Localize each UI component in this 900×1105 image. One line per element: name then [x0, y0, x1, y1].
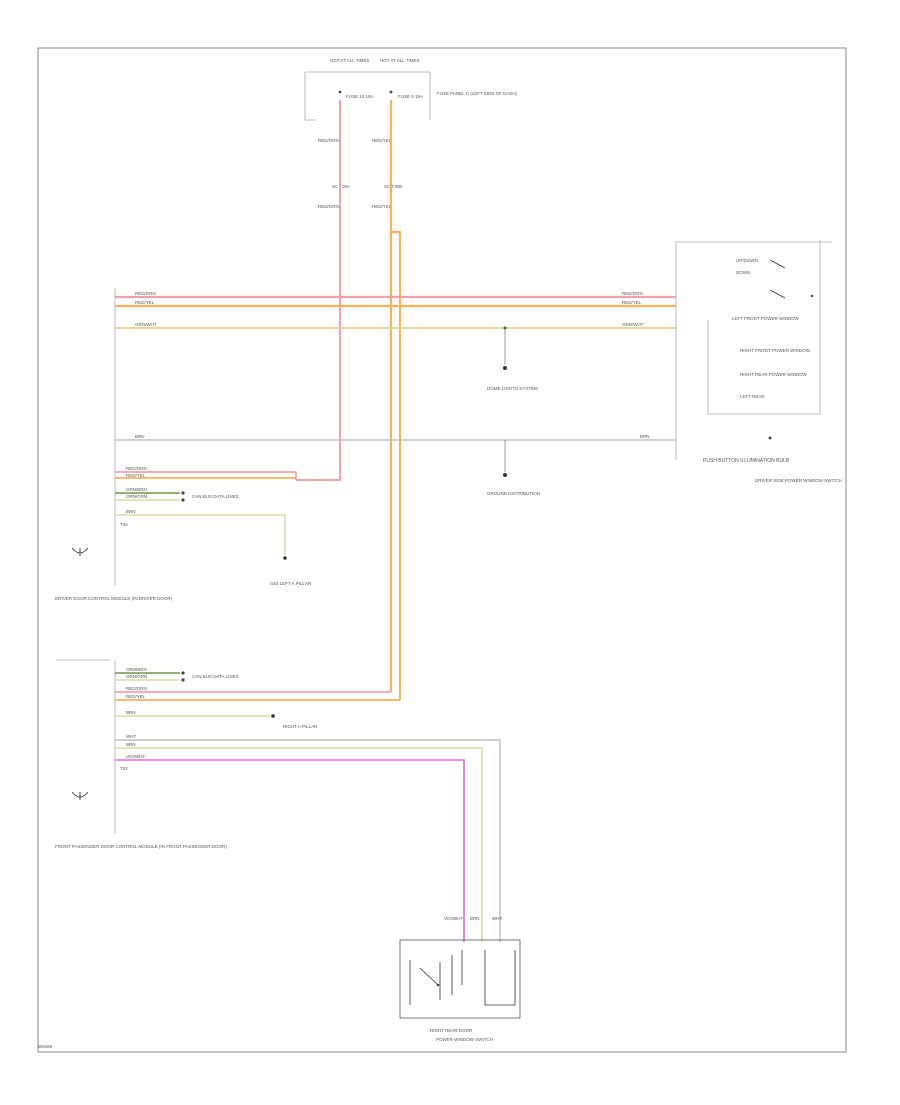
- driver-pin-3: ORN/GRN: [126, 494, 147, 499]
- diagram-frame: [37, 47, 847, 1053]
- pass-pin-2: RED/GRN: [126, 686, 147, 691]
- pass-pin-0: ORN/BRN: [126, 667, 147, 672]
- driver-pin-0: RED/GRN: [126, 466, 147, 471]
- pass-pin-3: RED/YEL: [126, 694, 146, 699]
- fuse-block: HOT AT ALL TIMES HOT AT ALL TIMES FUSE 1…: [304, 58, 518, 121]
- driver-pin-1: RED/YEL: [126, 473, 146, 478]
- dome-lights-branch: DOME LIGHTS SYSTEM GROUND DISTRIBUTION: [487, 326, 540, 496]
- fuse1-hot-label: HOT AT ALL TIMES: [330, 58, 370, 63]
- pass-pin-6: BRN: [126, 742, 136, 747]
- pass-module-title: FRONT PASSENGER DOOR CONTROL MODULE (IN …: [55, 844, 227, 849]
- switch-label-4: RIGHT REAR POWER WINDOW: [740, 372, 808, 377]
- bus-label-1: RED/GRN: [135, 291, 156, 296]
- pass-can-label: CAN BUS DATA LINES: [192, 674, 239, 679]
- footer-code: W8460: [38, 1044, 53, 1049]
- rear-switch-title: RIGHT REAR DOOR: [430, 1028, 473, 1033]
- pass-pin-5: WHT: [126, 734, 136, 739]
- fuse2-icon: [389, 90, 393, 94]
- pass-ground-label: RIGHT A PILLAR: [283, 724, 318, 729]
- switch-subtitle: DRIVER SIDE POWER WINDOW SWITCH: [755, 478, 842, 483]
- driver-can-label: CAN BUS DATA LINES: [192, 494, 239, 499]
- wire-label-2b: RED/YEL: [372, 204, 392, 209]
- driver-door-module: CAN BUS DATA LINES G54 LEFT A PILLAR RED…: [55, 288, 312, 601]
- pass-antenna-icon: [71, 791, 89, 800]
- rear-switch-subtitle: POWER WINDOW SWITCH: [436, 1037, 493, 1042]
- splice-c1-label: SC T30A: [332, 184, 350, 189]
- wire-label-2a: RED/YEL: [372, 138, 392, 143]
- rear-pin-2: WHT: [492, 916, 502, 921]
- bus-label-2: RED/YEL: [135, 300, 155, 305]
- fuse1-icon: [338, 90, 342, 94]
- bus-label-3r: GRN/WHT: [622, 322, 644, 327]
- switch-label-5: LEFT REAR: [740, 394, 765, 399]
- bus-label-2r: RED/YEL: [622, 300, 642, 305]
- bus-label-4: BRN: [135, 434, 145, 439]
- rear-pin-1: BRN: [470, 916, 480, 921]
- switch-label-3: RIGHT FRONT POWER WINDOW: [740, 348, 811, 353]
- driver-conn-label: T32: [120, 522, 128, 527]
- bus-label-4r: BRN: [640, 434, 650, 439]
- pass-conn-label: T32: [120, 766, 128, 771]
- splice-c2-label: SC T30B: [384, 184, 402, 189]
- pass-pin-4: BRN: [126, 710, 136, 715]
- fuse1-label: FUSE 10 15A: [346, 94, 374, 99]
- driver-module-title: DRIVER DOOR CONTROL MODULE (IN DRIVER DO…: [55, 596, 173, 601]
- pass-pin-1: ORN/GRN: [126, 674, 147, 679]
- fuse2-label: FUSE 9 15A: [398, 94, 423, 99]
- rear-pin-0: VIO/WHT: [444, 916, 463, 921]
- rear-window-switch: VIO/WHT BRN WHT RIGHT REAR DOOR POWER WI…: [399, 916, 521, 1042]
- switch-title: PUSH BUTTON ILLUMINATION BULB: [703, 458, 790, 464]
- ground-distribution-label: GROUND DISTRIBUTION: [487, 491, 540, 496]
- bus-label-3: GRN/WHT: [135, 322, 157, 327]
- dome-lights-label: DOME LIGHTS SYSTEM: [487, 386, 538, 391]
- wire-red-yellow-feed: [389, 100, 402, 700]
- dome-connector-icon: [503, 366, 507, 370]
- driver-pin-4: BRN: [126, 509, 136, 514]
- driver-ground-icon: [283, 556, 287, 560]
- fuse2-hot-label: HOT AT ALL TIMES: [380, 58, 420, 63]
- wire-red-green-feed: [296, 100, 341, 481]
- driver-pin-2: ORN/BRN: [126, 487, 147, 492]
- pass-ground-icon: [271, 714, 275, 718]
- bus-label-1r: RED/GRN: [622, 291, 643, 296]
- wire-label-1b: RED/GRN: [318, 204, 339, 209]
- fuse-panel-label: FUSE PANEL C (LEFT SIDE OF DASH): [437, 91, 518, 96]
- driver-ground-label: G54 LEFT A PILLAR: [270, 581, 312, 586]
- bulb-icon: [768, 436, 772, 440]
- driver-window-switch: UP/DOWN DOWN LEFT FRONT POWER WINDOW RIG…: [675, 240, 842, 483]
- switch-label-1: DOWN: [736, 270, 750, 275]
- passenger-door-module: CAN BUS DATA LINES RIGHT A PILLAR ORN/BR…: [55, 659, 501, 942]
- wire-label-1a: RED/GRN: [318, 138, 339, 143]
- ground-connector-icon: [503, 473, 507, 477]
- switch-label-0: UP/DOWN: [736, 258, 758, 263]
- switch-label-2: LEFT FRONT POWER WINDOW: [732, 316, 800, 321]
- driver-antenna-icon: [71, 547, 89, 556]
- pass-pin-7: VIO/WHT: [126, 754, 145, 759]
